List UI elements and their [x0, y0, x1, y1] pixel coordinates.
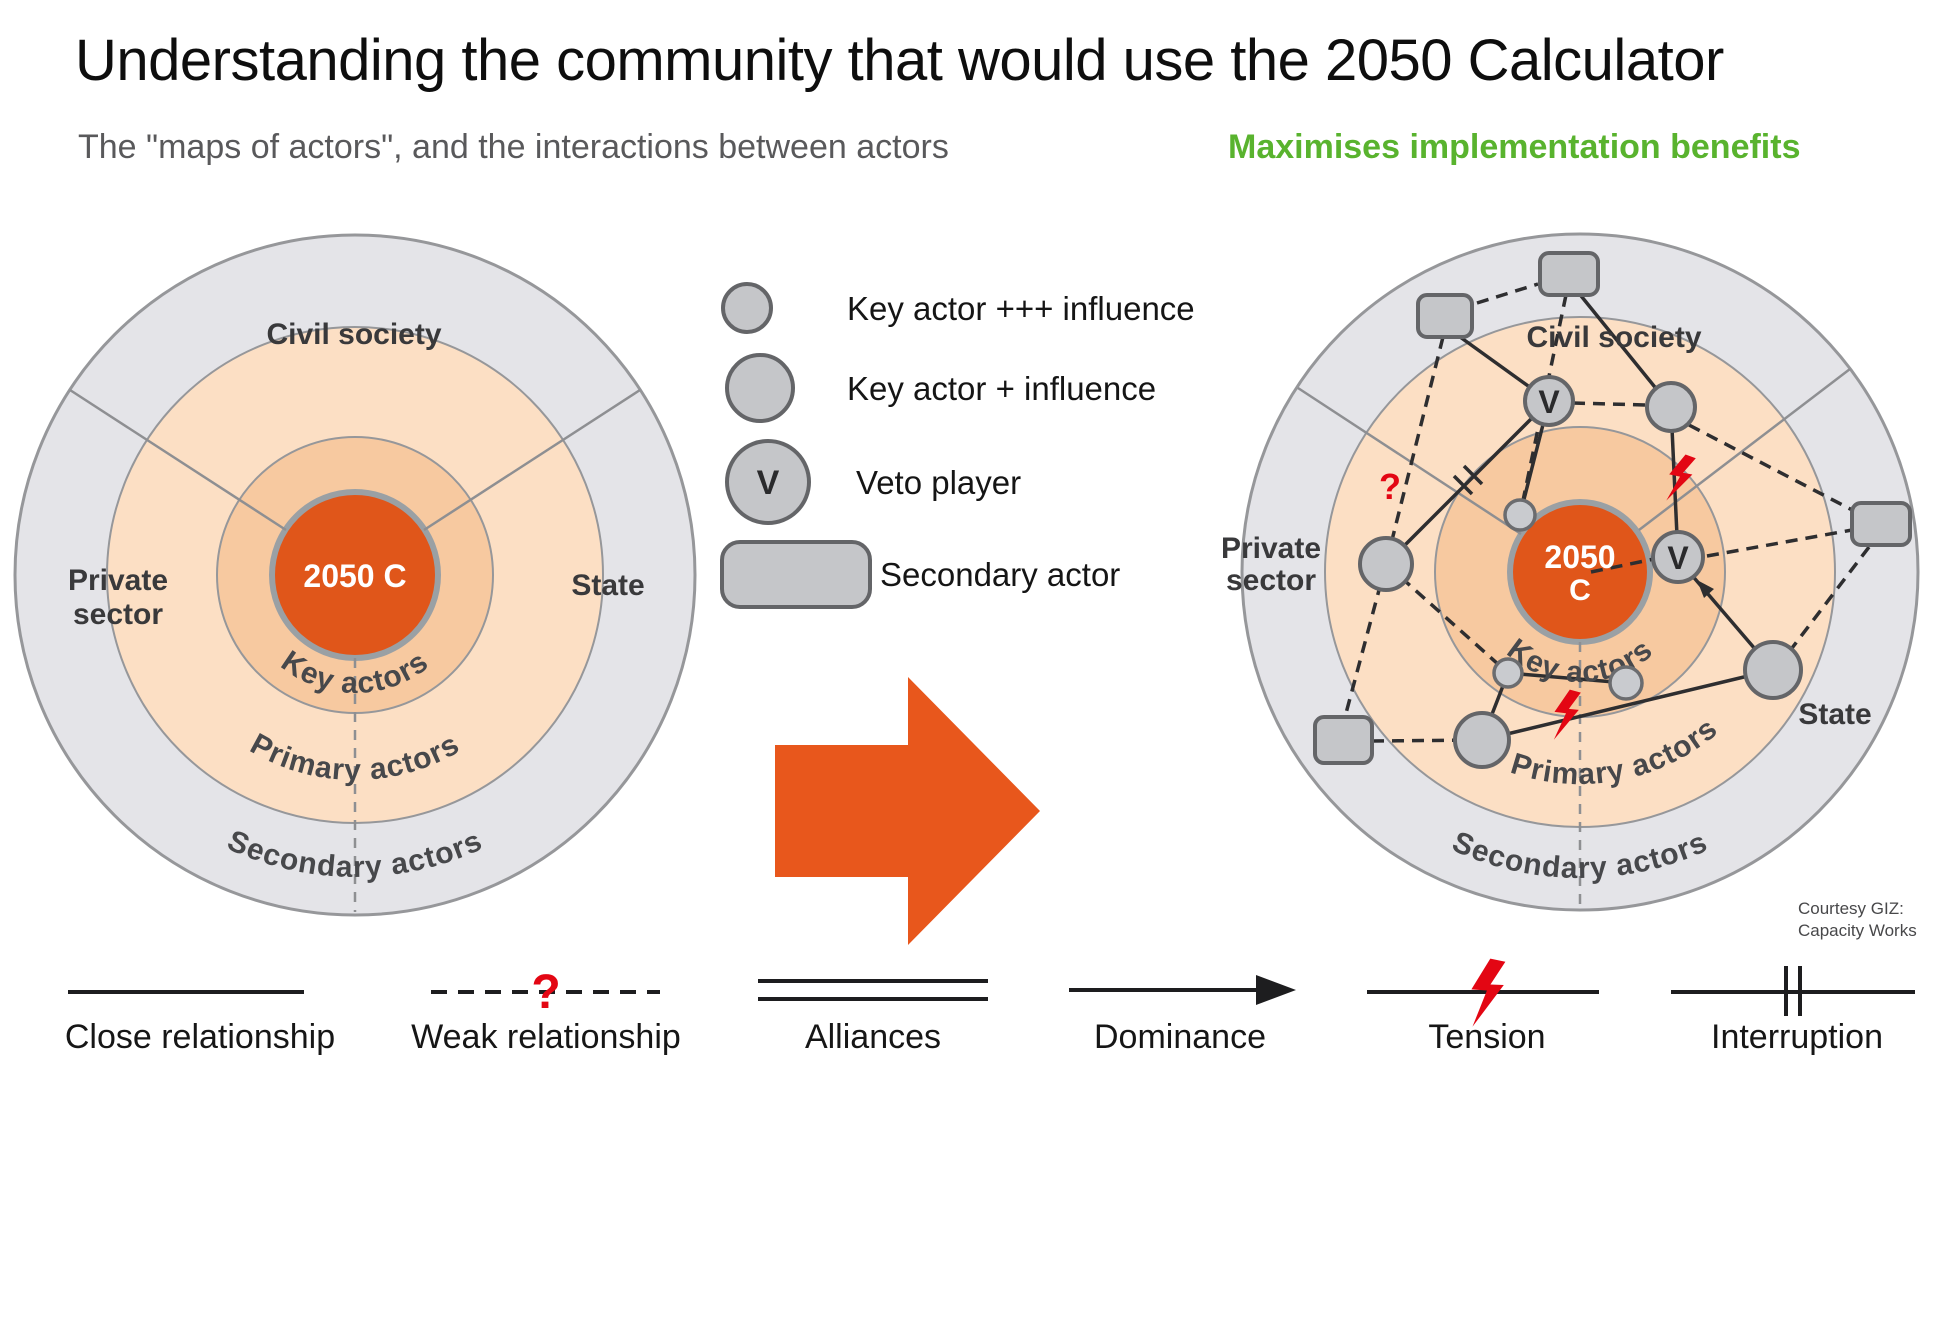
credit-line: Courtesy GIZ:: [1798, 899, 1904, 918]
secondary-actor-node: [1416, 293, 1474, 339]
relationship-label: Weak relationship: [411, 1018, 681, 1056]
credit-line: Capacity Works: [1798, 921, 1917, 940]
key-actor-influence-icon: [725, 353, 795, 423]
relationship-label: Alliances: [805, 1018, 941, 1056]
interruption-mark-icon: [1452, 464, 1484, 496]
secondary-actor-node: [1850, 501, 1912, 547]
sector-divider: [1297, 386, 1522, 536]
sector-label-state: State: [1798, 698, 1871, 731]
uncertain-relationship-mark: ?: [1379, 466, 1401, 507]
legend-label: Veto player: [856, 464, 1021, 501]
veto-player-node: [1651, 530, 1705, 584]
secondary-actor-icon: [720, 540, 872, 609]
relationship-label: Dominance: [1094, 1018, 1266, 1056]
key-actor-node-small: [1503, 498, 1537, 532]
subtitle-highlight: Maximises implementation benefits: [1228, 128, 1801, 166]
question-mark-icon: ?: [531, 966, 560, 1019]
secondary-actor-node: [1538, 251, 1600, 297]
veto-glyph: V: [757, 464, 780, 502]
sector-divider: [423, 388, 641, 532]
actor-map-after: Key actors Primary actors Secondary acto…: [1221, 232, 1920, 912]
veto-glyph: V: [1667, 540, 1689, 576]
dominance-arrowhead-icon: [1256, 975, 1296, 1005]
dominance-arrowhead-icon: [1697, 580, 1714, 598]
veto-glyph: V: [1538, 384, 1560, 420]
relationship-label: Interruption: [1711, 1018, 1883, 1056]
credit: Courtesy GIZ: Capacity Works: [1798, 899, 1917, 940]
center-label-2050c: 2050 C: [303, 558, 406, 594]
key-actor-node-small: [1492, 657, 1524, 689]
sector-label-civil-society: Civil society: [1526, 321, 1701, 354]
veto-player-icon: [725, 439, 811, 525]
actor-legend: V Key actor +++ influence Key actor + in…: [720, 282, 1195, 609]
center-label-c: C: [1569, 574, 1591, 607]
sector-label-state: State: [571, 569, 644, 602]
sector-divider: [69, 388, 287, 532]
key-actor-node: [1743, 640, 1803, 700]
legend-label: Key actor + influence: [847, 370, 1156, 407]
sector-label-private: sector: [1226, 564, 1316, 597]
sector-label-private: Private: [68, 564, 168, 597]
sector-label-civil-society: Civil society: [266, 318, 441, 351]
sector-label-private: sector: [73, 598, 163, 631]
transformation-arrow-icon: [775, 677, 1040, 945]
key-actor-node: [1358, 536, 1414, 592]
key-actor-node-small: [1608, 665, 1644, 701]
key-actor-node: [1453, 711, 1511, 769]
legend-label: Key actor +++ influence: [847, 290, 1195, 327]
legend-label: Secondary actor: [880, 556, 1120, 593]
veto-player-node: [1523, 375, 1575, 427]
relationship-label: Close relationship: [65, 1018, 335, 1056]
page-subtitle: The "maps of actors", and the interactio…: [78, 128, 949, 166]
center-label-2050: 2050: [1544, 539, 1615, 575]
page-title: Understanding the community that would u…: [75, 28, 1724, 93]
key-actor-node: [1645, 381, 1697, 433]
relationship-legend: Close relationship ? Weak relationship A…: [65, 956, 1915, 1056]
key-actor-high-influence-icon: [721, 282, 773, 334]
actor-map-before: Key actors Primary actors Secondary acto…: [13, 233, 697, 917]
relationship-label: Tension: [1428, 1018, 1545, 1056]
secondary-actor-node: [1313, 715, 1374, 765]
sector-label-private: Private: [1221, 532, 1321, 565]
